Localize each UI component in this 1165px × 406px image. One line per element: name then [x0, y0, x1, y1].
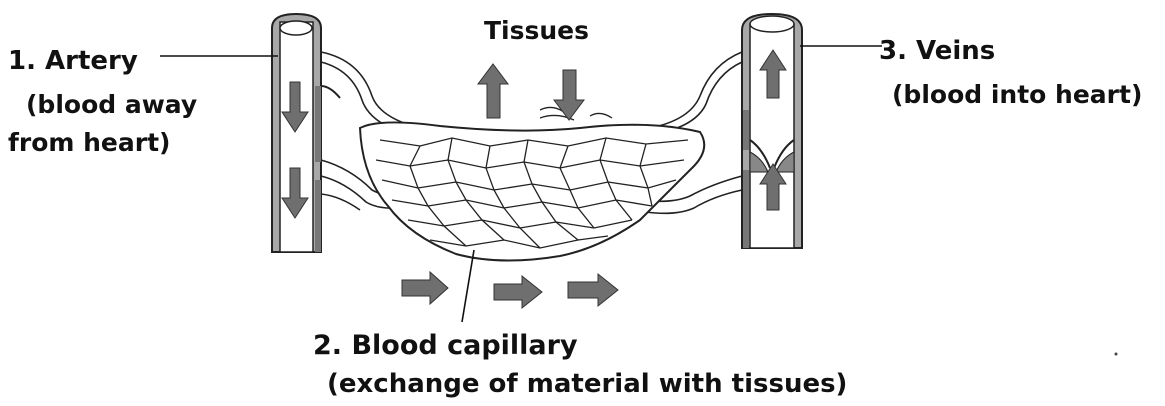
capillary-description: (exchange of material with tissues)	[327, 369, 847, 399]
block-arrow-icon	[402, 272, 448, 304]
vein-vessel	[742, 14, 802, 248]
tissues-label: Tissues	[484, 16, 589, 45]
veins-description: (blood into heart)	[892, 80, 1142, 109]
artery-description-line1: (blood away	[26, 90, 197, 119]
capillary-label: 2. Blood capillary	[313, 330, 578, 361]
artery-vessel	[272, 14, 340, 252]
capillary-bed	[360, 107, 704, 260]
block-arrow-icon	[568, 274, 618, 306]
block-arrow-icon	[494, 276, 542, 308]
block-arrow-icon	[478, 64, 508, 118]
block-arrow-icon	[554, 70, 584, 120]
artery-description-line2: from heart)	[8, 128, 170, 157]
veins-label: 3. Veins	[879, 36, 995, 66]
artery-label: 1. Artery	[8, 46, 138, 76]
